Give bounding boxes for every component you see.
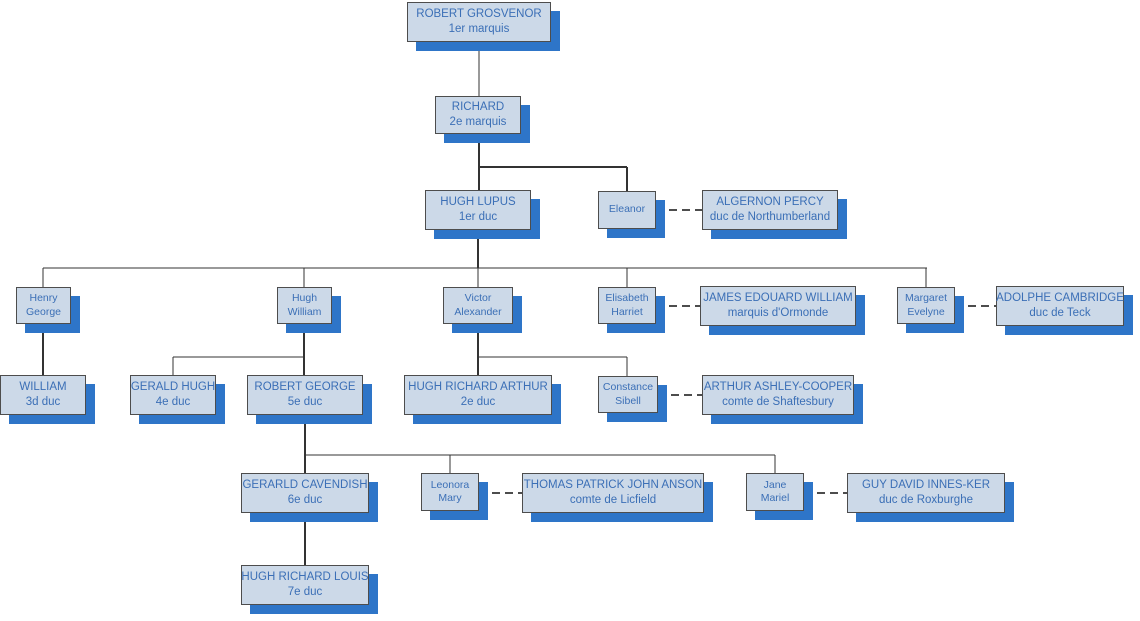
node-name: HUGH RICHARD LOUIS — [241, 571, 369, 584]
node-title: William — [287, 305, 322, 318]
node-title: Harriet — [611, 305, 643, 318]
node-title: 2e marquis — [449, 116, 507, 128]
node-name: ROBERT GEORGE — [254, 381, 356, 394]
node-name: ADOLPHE CAMBRIDGE — [996, 292, 1124, 305]
node-title: 5e duc — [287, 396, 323, 408]
node-title: 7e duc — [287, 586, 323, 598]
node-algernon_percy[interactable]: ALGERNON PERCY duc de Northumberland — [702, 190, 838, 230]
node-name: GUY DAVID INNES-KER — [861, 479, 991, 492]
node-name: Hugh — [291, 292, 318, 305]
node-name: THOMAS PATRICK JOHN ANSON — [523, 479, 703, 492]
node-title: Mariel — [760, 492, 790, 504]
node-title: duc de Teck — [1029, 307, 1091, 319]
node-richard[interactable]: RICHARD 2e marquis — [435, 96, 521, 134]
node-arthur_ashley_cooper[interactable]: ARTHUR ASHLEY-COOPER comte de Shaftesbury — [702, 375, 854, 415]
node-title: 3d duc — [25, 396, 61, 408]
node-hugh_richard_louis[interactable]: HUGH RICHARD LOUIS 7e duc — [241, 565, 369, 605]
node-name: GERARLD CAVENDISH — [242, 479, 368, 492]
node-title: Evelyne — [907, 305, 945, 318]
node-robert_george[interactable]: ROBERT GEORGE 5e duc — [247, 375, 363, 415]
node-robert_grosvenor[interactable]: ROBERT GROSVENOR 1er marquis — [407, 2, 551, 42]
node-hugh_lupus[interactable]: HUGH LUPUS 1er duc — [425, 190, 531, 230]
node-adolphe_cambridge[interactable]: ADOLPHE CAMBRIDGE duc de Teck — [996, 286, 1124, 326]
node-gerald_hugh[interactable]: GERALD HUGH 4e duc — [130, 375, 216, 415]
node-eleanor[interactable]: Eleanor — [598, 191, 656, 229]
node-title: George — [25, 305, 62, 318]
node-name: ARTHUR ASHLEY-COOPER — [703, 381, 853, 394]
marriage-links — [479, 209, 996, 494]
node-name: ROBERT GROSVENOR — [416, 8, 542, 21]
node-title: comte de Shaftesbury — [722, 396, 834, 408]
node-name: ALGERNON PERCY — [716, 196, 824, 209]
node-name: HUGH RICHARD ARTHUR — [408, 381, 548, 394]
node-james_edouard_william[interactable]: JAMES EDOUARD WILLIAM marquis d'Ormonde — [700, 286, 856, 326]
node-name: RICHARD — [451, 101, 505, 114]
node-name: JAMES EDOUARD WILLIAM — [703, 292, 853, 305]
node-name: Jane — [763, 478, 787, 491]
node-guy_david_innes_ker[interactable]: GUY DAVID INNES-KER duc de Roxburghe — [847, 473, 1005, 513]
node-name: HUGH LUPUS — [440, 196, 516, 209]
node-title: Mary — [438, 492, 462, 504]
node-title: 1er marquis — [448, 23, 510, 35]
node-name: Constance — [602, 381, 654, 394]
node-title: marquis d'Ormonde — [727, 307, 829, 319]
node-title: duc de Roxburghe — [879, 494, 973, 506]
node-title: 4e duc — [155, 396, 191, 408]
node-title: 1er duc — [458, 211, 498, 223]
node-title: duc de Northumberland — [709, 211, 831, 223]
node-name: Eleanor — [608, 203, 646, 216]
node-title: 2e duc — [460, 396, 496, 408]
node-thomas_patrick_john_anson[interactable]: THOMAS PATRICK JOHN ANSON comte de Licfie… — [522, 473, 704, 513]
node-name: Margaret — [904, 292, 947, 305]
node-william_3d[interactable]: WILLIAM 3d duc — [0, 375, 86, 415]
node-name: Victor — [464, 292, 492, 305]
node-hugh_richard_arthur[interactable]: HUGH RICHARD ARTHUR 2e duc — [404, 375, 552, 415]
node-title: comte de Licfield — [569, 494, 657, 506]
node-gerarld_cavendish[interactable]: GERARLD CAVENDISH 6e duc — [241, 473, 369, 513]
node-name: Leonora — [430, 478, 470, 491]
node-title: Alexander — [454, 305, 502, 318]
node-name: Henry — [29, 292, 58, 305]
node-name: WILLIAM — [19, 381, 67, 394]
node-name: GERALD HUGH — [130, 381, 216, 394]
node-title: Sibell — [615, 394, 641, 407]
node-name: Elisabeth — [605, 292, 649, 305]
node-title: 6e duc — [287, 494, 323, 506]
